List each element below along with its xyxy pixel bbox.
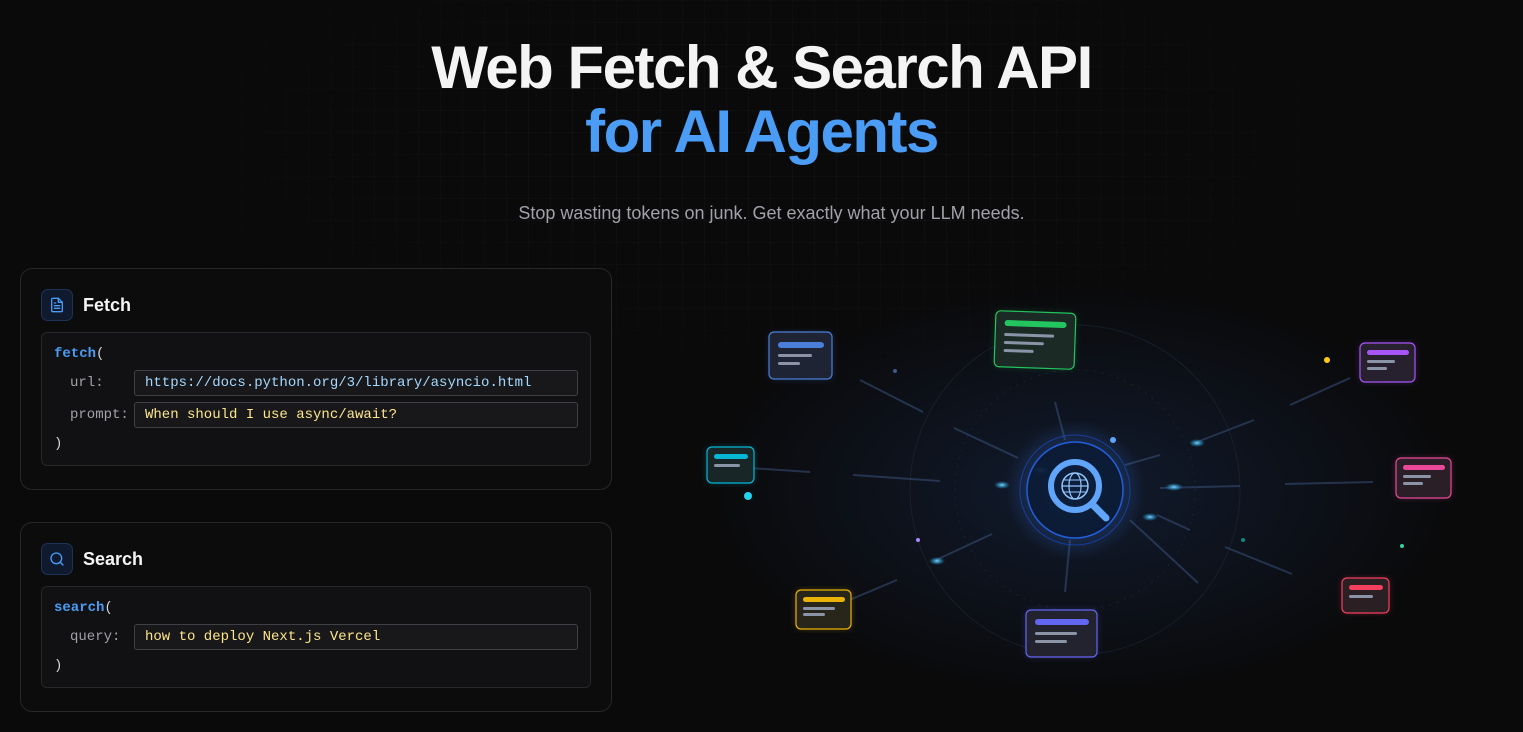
- fetch-fn-name: fetch: [54, 346, 97, 362]
- fetch-code-block: fetch( url: https://docs.python.org/3/li…: [41, 332, 591, 466]
- hero-title: Web Fetch & Search API for AI Agents: [0, 36, 1523, 164]
- hero-title-line2: for AI Agents: [585, 98, 939, 165]
- search-fn-name: search: [54, 600, 105, 616]
- close-paren: ): [54, 436, 63, 452]
- document-icon: [41, 289, 73, 321]
- fetch-card-header: Fetch: [41, 289, 591, 321]
- fetch-card-title: Fetch: [83, 294, 132, 315]
- search-code-block: search( query: how to deploy Next.js Ver…: [41, 586, 591, 688]
- hero-subtitle: Stop wasting tokens on junk. Get exactly…: [518, 203, 1025, 223]
- node-card-blue: [768, 331, 833, 380]
- prompt-param: prompt: When should I use async/await?: [54, 402, 578, 428]
- globe-magnifier-icon: [1005, 420, 1145, 560]
- node-card-purple: [1359, 342, 1416, 383]
- search-card-header: Search: [41, 543, 591, 575]
- query-param: query: how to deploy Next.js Vercel: [54, 624, 578, 650]
- hero: Web Fetch & Search API for AI Agents: [0, 36, 1523, 164]
- prompt-param-label: prompt:: [70, 407, 129, 423]
- prompt-input[interactable]: When should I use async/await?: [134, 402, 578, 428]
- node-card-amber: [795, 589, 852, 630]
- node-card-green: [993, 310, 1077, 370]
- open-paren: (: [96, 346, 105, 362]
- query-input[interactable]: how to deploy Next.js Vercel: [134, 624, 578, 650]
- url-input[interactable]: https://docs.python.org/3/library/asynci…: [134, 370, 578, 396]
- search-card: Search search( query: how to deploy Next…: [20, 522, 612, 712]
- fetch-card: Fetch fetch( url: https://docs.python.or…: [20, 268, 612, 490]
- hero-title-line1: Web Fetch & Search API: [431, 34, 1093, 101]
- node-card-red: [1341, 577, 1390, 614]
- network-illustration: [706, 310, 1452, 658]
- node-card-cyan: [706, 446, 755, 484]
- search-card-title: Search: [83, 548, 144, 569]
- url-param-label: url:: [70, 375, 104, 391]
- query-param-label: query:: [70, 629, 121, 645]
- node-card-indigo: [1025, 609, 1098, 658]
- open-paren: (: [104, 600, 113, 616]
- close-paren: ): [54, 658, 63, 674]
- url-param: url: https://docs.python.org/3/library/a…: [54, 370, 578, 396]
- search-icon: [41, 543, 73, 575]
- node-card-pink: [1395, 457, 1452, 499]
